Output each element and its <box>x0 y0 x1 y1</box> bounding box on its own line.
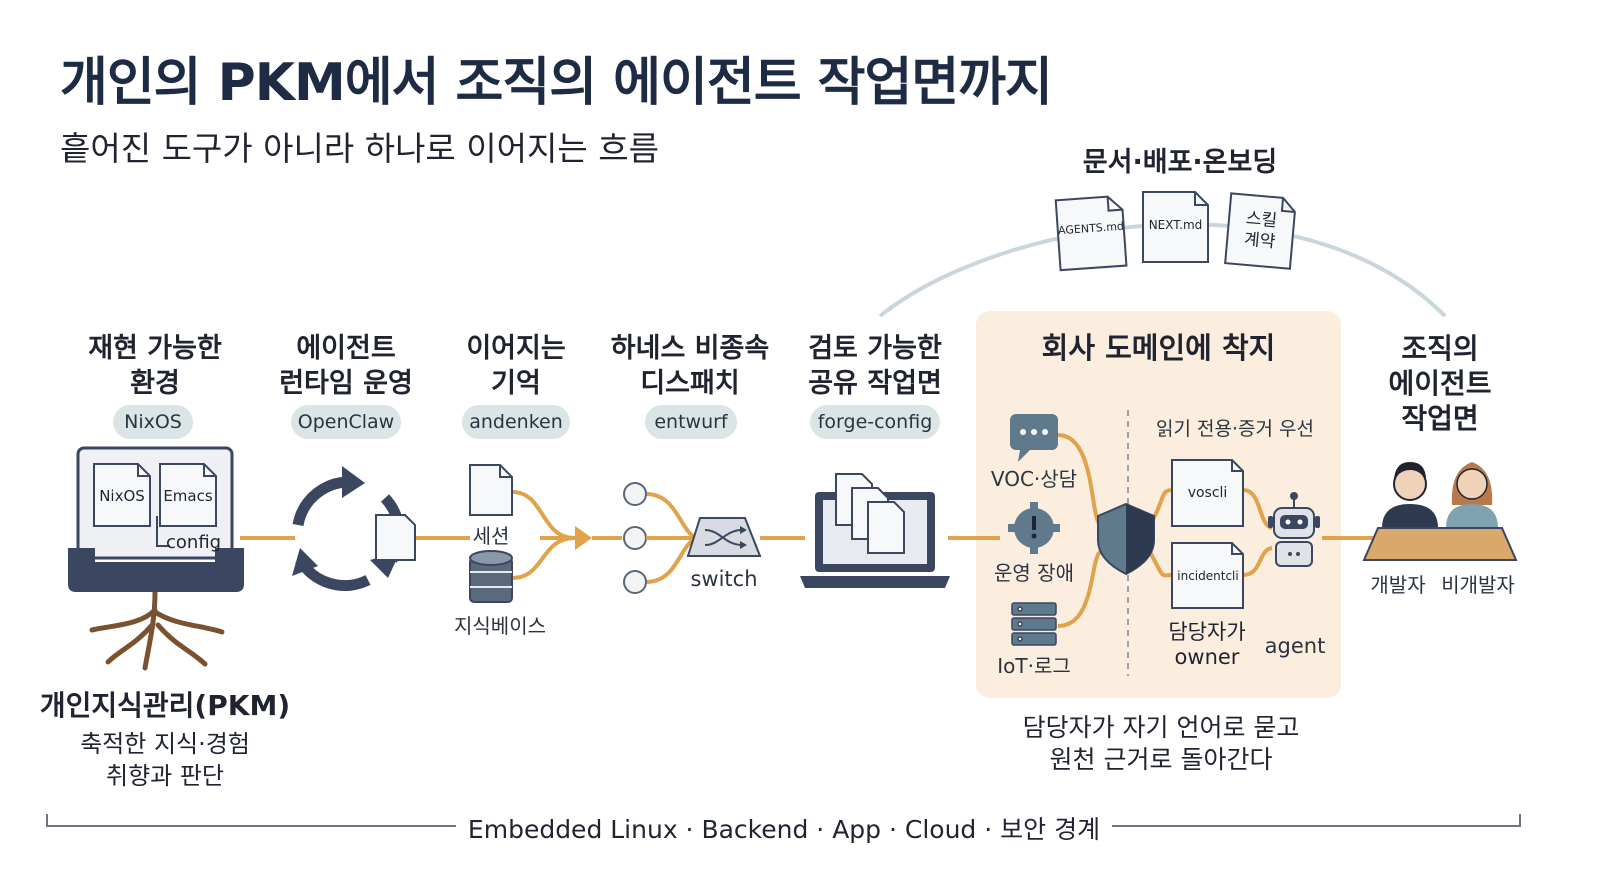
pkm-doc-emacs-label: Emacs <box>163 487 213 505</box>
doc-skill-contract-icon <box>1224 192 1296 270</box>
session-label: 세션 <box>472 524 510 548</box>
roots-icon <box>89 589 225 671</box>
desk-icon <box>1362 527 1518 561</box>
nondeveloper-person-icon <box>1446 462 1498 528</box>
cli-incidentcli-label: incidentcli <box>1177 569 1239 583</box>
readonly-evidence-label: 읽기 전용·증거 우선 <box>1156 418 1314 440</box>
database-icon <box>469 550 513 603</box>
flow-arrowhead <box>575 526 592 550</box>
page-subtitle: 흩어진 도구가 아니라 하나로 이어지는 흐름 <box>60 129 659 168</box>
chat-bubble-icon <box>1010 414 1058 462</box>
shield-icon <box>1097 502 1155 576</box>
session-doc-icon <box>469 464 513 516</box>
pkm-doc-emacs-icon <box>159 463 217 527</box>
doc-next-md-icon <box>1142 191 1209 263</box>
doc-next-md-label: NEXT.md <box>1148 218 1203 232</box>
docs-group-title: 문서·배포·온보딩 <box>1082 147 1278 178</box>
pkm-config-label: config <box>166 532 222 553</box>
server-stack-icon <box>1011 602 1057 646</box>
source-iot-label: IoT·로그 <box>997 654 1071 678</box>
alert-gear-icon <box>1008 502 1060 554</box>
knowledge-base-label: 지식베이스 <box>454 614 546 638</box>
developer-person-icon <box>1382 462 1438 528</box>
cli-doc-voscli-icon <box>1171 459 1244 527</box>
tool-pill-openclaw: OpenClaw <box>291 405 401 439</box>
source-incident-label: 운영 장애 <box>994 561 1074 585</box>
switch-icon <box>686 517 762 557</box>
stacked-docs-icon <box>835 473 905 554</box>
page-title: 개인의 PKM에서 조직의 에이전트 작업면까지 <box>60 53 1053 113</box>
tool-pill-nixos: NixOS <box>113 405 193 439</box>
dispatch-node-icons <box>623 482 647 594</box>
tool-pill-andenken: andenken <box>462 405 570 439</box>
pkm-doc-nixos-icon <box>93 463 151 527</box>
developer-label: 개발자 <box>1370 573 1426 597</box>
doc-agents-md-icon <box>1054 195 1128 272</box>
doc-skill-contract-label: 스킬 계약 <box>1243 208 1278 253</box>
bottom-label-wrap: Embedded Linux · Backend · App · Cloud ·… <box>0 810 1568 846</box>
runtime-doc-icon <box>375 514 416 561</box>
bottom-domains-label: Embedded Linux · Backend · App · Cloud ·… <box>455 815 1113 844</box>
source-voc-label: VOC·상담 <box>990 467 1078 491</box>
company-domain-title: 회사 도메인에 착지 <box>1041 331 1276 365</box>
pkm-label: 개인지식관리(PKM) <box>39 689 291 722</box>
nondeveloper-label: 비개발자 <box>1441 573 1515 597</box>
robot-agent-icon <box>1268 492 1320 567</box>
switch-label: switch <box>690 567 758 591</box>
cli-doc-incidentcli-icon <box>1171 542 1244 609</box>
agent-label: agent <box>1264 634 1326 658</box>
tool-pill-forge-config: forge-config <box>810 405 940 439</box>
pkm-doc-nixos-label: NixOS <box>99 487 145 505</box>
tool-pill-entwurf: entwurf <box>645 405 737 439</box>
cli-voscli-label: voscli <box>1187 485 1228 501</box>
